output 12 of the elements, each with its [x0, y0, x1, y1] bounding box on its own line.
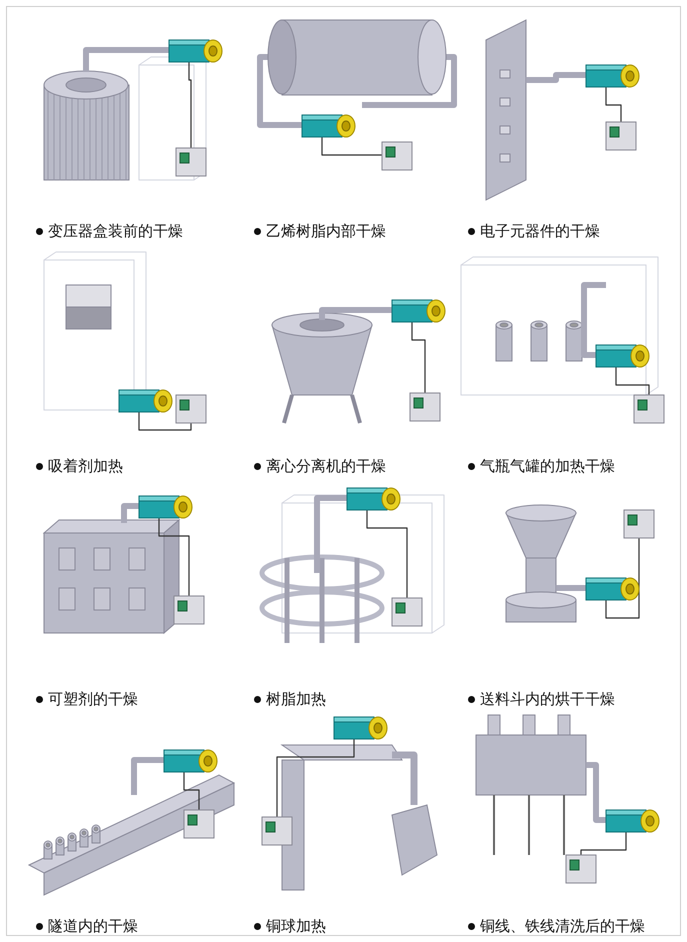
caption: 离心分离机的干燥 — [266, 457, 386, 475]
caption: 送料斗内的烘干干燥 — [480, 690, 615, 708]
caption: 隧道内的干燥 — [48, 917, 138, 935]
caption: 铜球加热 — [266, 917, 326, 935]
caption: 可塑剂的干燥 — [48, 690, 138, 708]
caption: 树脂加热 — [266, 690, 326, 708]
caption: 变压器盒装前的干燥 — [48, 222, 183, 240]
caption: 吸着剂加热 — [48, 457, 123, 475]
caption: 气瓶气罐的加热干燥 — [480, 457, 615, 475]
caption: 乙烯树脂内部干燥 — [266, 222, 386, 240]
caption: 电子元器件的干燥 — [480, 222, 600, 240]
caption: 铜线、铁线清洗后的干燥 — [480, 917, 645, 935]
